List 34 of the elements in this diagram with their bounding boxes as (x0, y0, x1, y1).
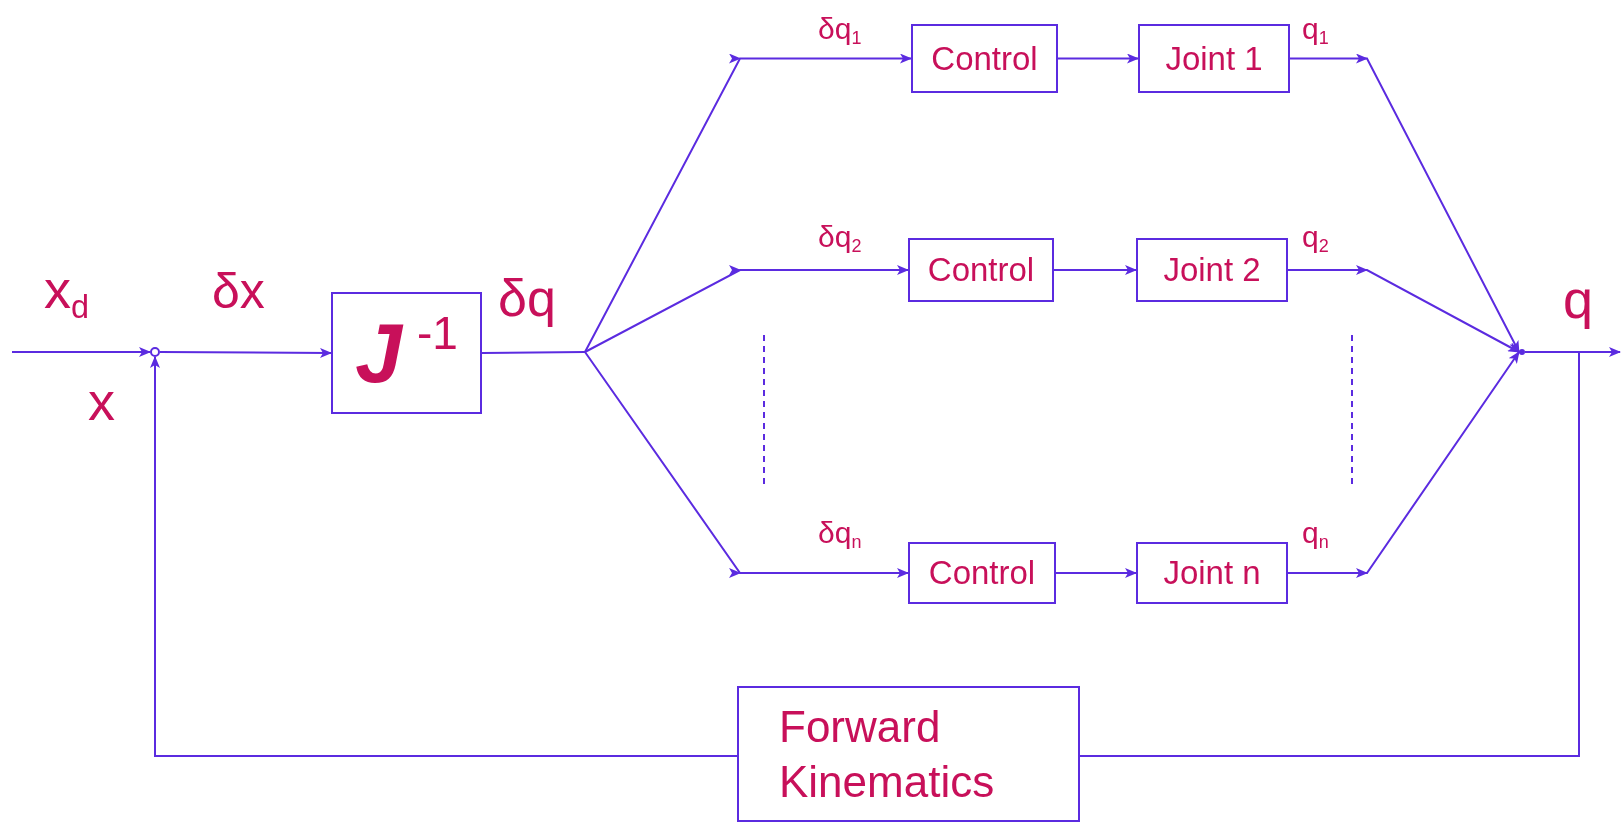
block-label: Control (928, 553, 1036, 594)
connector-trunk (481, 351, 586, 354)
block-box (1136, 238, 1288, 302)
edge-label: δq$_{n}$ (818, 518, 862, 552)
arrow (584, 54, 912, 353)
block-box (737, 686, 1080, 822)
block-label: J $^{-1}$ (355, 304, 458, 402)
arrow (584, 265, 909, 353)
edge-label: δq$_{1}$ (818, 14, 862, 48)
block-box (331, 292, 482, 414)
edge-label: δq$_{2}$ (818, 222, 862, 256)
block-label: Joint n (1163, 553, 1261, 594)
block-box (1138, 24, 1290, 93)
arrow (159, 347, 332, 358)
arrow (1289, 54, 1520, 353)
block-label: Joint 1 (1165, 38, 1263, 79)
arrow (584, 351, 909, 578)
block-label: Joint 2 (1163, 250, 1261, 291)
arrow (1053, 265, 1137, 275)
arrow (150, 356, 738, 757)
arrow (1287, 351, 1520, 578)
junction-dot (1519, 349, 1525, 355)
arrow (11, 347, 151, 357)
arrow (1055, 568, 1137, 578)
block-box (908, 542, 1056, 604)
arrow (1057, 53, 1139, 64)
block-label: Forward Kinematics (778, 701, 996, 808)
summing-junction (150, 347, 160, 357)
block-box (1136, 542, 1288, 604)
block-label: Control (927, 250, 1035, 291)
block-box (908, 238, 1054, 302)
arrow (1287, 265, 1520, 353)
block-label: Control (931, 38, 1038, 79)
block-box (911, 24, 1058, 93)
